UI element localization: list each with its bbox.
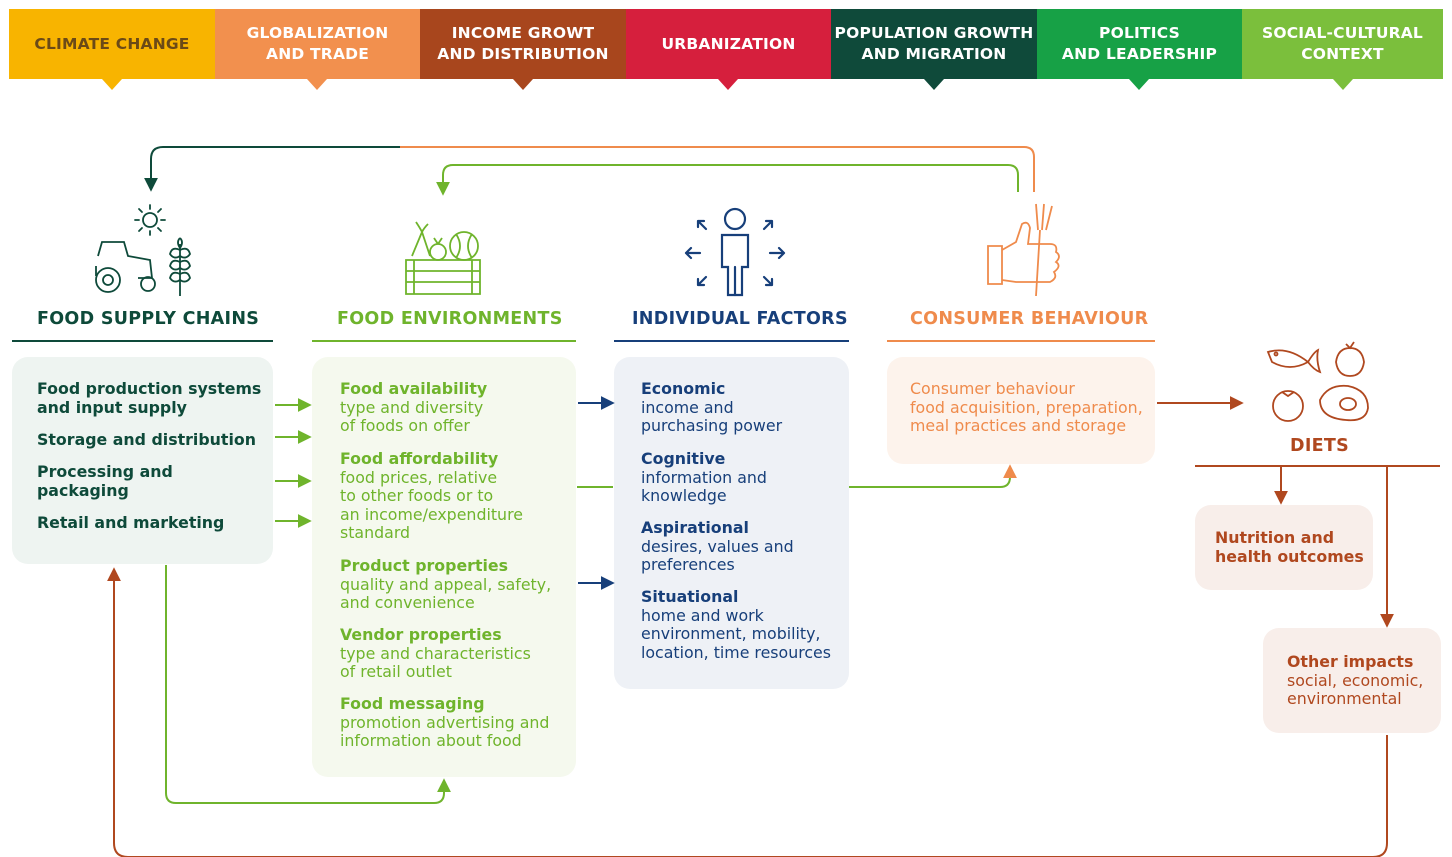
banner-notch (924, 79, 944, 90)
food-environments-title: FOOD ENVIRONMENTS (337, 309, 563, 329)
driver-banner-urbanization: URBANIZATION (626, 9, 831, 79)
banner-notch (102, 79, 122, 90)
env-heading: Food messaging (340, 694, 485, 713)
driver-banner-income: INCOME GROWT AND DISTRIBUTION (420, 9, 626, 79)
other-impacts-text: social, economic, environmental (1287, 670, 1424, 708)
banner-notch (307, 79, 327, 90)
env-text: type and characteristics of retail outle… (340, 643, 531, 681)
env-text: promotion advertising and information ab… (340, 712, 550, 750)
banner-notch (1129, 79, 1149, 90)
individual-factors-rule (614, 340, 849, 342)
banner-label: URBANIZATION (661, 34, 796, 53)
banner-notch (1333, 79, 1353, 90)
consumer-behaviour-rule (887, 340, 1155, 342)
individual-item-economic: Economic income and purchasing power (641, 379, 783, 436)
nutrition-outcomes: Nutrition and health outcomes (1215, 528, 1364, 566)
driver-banner-population: POPULATION GROWTH AND MIGRATION (831, 9, 1037, 79)
supply-item-retail: Retail and marketing (37, 513, 225, 532)
driver-banner-politics: POLITICS AND LEADERSHIP (1037, 9, 1242, 79)
supply-chain-box (12, 357, 273, 564)
env-item-vendor-properties: Vendor properties type and characteristi… (340, 625, 531, 682)
individual-heading: Economic (641, 379, 726, 398)
individual-item-cognitive: Cognitive information and knowledge (641, 449, 767, 506)
individual-factors-title: INDIVIDUAL FACTORS (632, 309, 848, 329)
diets-title: DIETS (1290, 436, 1350, 456)
banner-label: CLIMATE CHANGE (34, 34, 190, 53)
consumer-heading: Consumer behaviour (910, 379, 1075, 398)
person-arrows-icon (684, 207, 786, 297)
env-text: type and diversity of foods on offer (340, 397, 484, 435)
driver-banner-social-cultural: SOCIAL-CULTURAL CONTEXT (1242, 9, 1443, 79)
supply-item-storage: Storage and distribution (37, 430, 256, 449)
other-impacts-heading: Other impacts (1287, 652, 1414, 671)
individual-text: desires, values and preferences (641, 536, 794, 574)
individual-text: information and knowledge (641, 467, 767, 505)
fish-meat-vegetables-icon (1266, 341, 1369, 422)
individual-text: income and purchasing power (641, 397, 783, 435)
env-heading: Product properties (340, 556, 509, 575)
supply-item-processing: Processing and packaging (37, 462, 173, 500)
individual-item-aspirational: Aspirational desires, values and prefere… (641, 518, 794, 575)
food-supply-chains-title: FOOD SUPPLY CHAINS (37, 309, 260, 329)
individual-text: home and work environment, mobility, loc… (641, 605, 831, 662)
consumer-behaviour-item: Consumer behaviour food acquisition, pre… (910, 379, 1143, 436)
banner-notch (513, 79, 533, 90)
env-heading: Vendor properties (340, 625, 502, 644)
supply-item-production: Food production systems and input supply (37, 379, 262, 417)
consumer-behaviour-title: CONSUMER BEHAVIOUR (910, 309, 1149, 329)
individual-heading: Aspirational (641, 518, 749, 537)
env-text: quality and appeal, safety, and convenie… (340, 574, 552, 612)
food-supply-chains-rule (12, 340, 273, 342)
env-item-availability: Food availability type and diversity of … (340, 379, 488, 436)
env-item-affordability: Food affordability food prices, relative… (340, 449, 523, 543)
env-text: food prices, relative to other foods or … (340, 467, 523, 542)
env-heading: Food availability (340, 379, 488, 398)
banner-label: INCOME GROWT AND DISTRIBUTION (437, 24, 609, 63)
banner-label: GLOBALIZATION AND TRADE (246, 24, 389, 63)
driver-banner-climate-change: CLIMATE CHANGE (9, 9, 215, 79)
individual-item-situational: Situational home and work environment, m… (641, 587, 831, 662)
env-heading: Food affordability (340, 449, 499, 468)
env-item-product-properties: Product properties quality and appeal, s… (340, 556, 552, 613)
vegetable-crate-icon (405, 221, 481, 295)
food-environments-rule (312, 340, 576, 342)
individual-heading: Situational (641, 587, 739, 606)
driver-banner-globalization: GLOBALIZATION AND TRADE (215, 9, 420, 79)
tractor-sun-wheat-icon (95, 204, 191, 296)
other-impacts-item: Other impacts social, economic, environm… (1287, 652, 1424, 709)
env-item-food-messaging: Food messaging promotion advertising and… (340, 694, 550, 751)
thumbs-up-fork-icon (987, 203, 1060, 297)
banner-label: POLITICS AND LEADERSHIP (1061, 24, 1218, 63)
banner-notch (718, 79, 738, 90)
consumer-text: food acquisition, preparation, meal prac… (910, 397, 1143, 435)
banner-label: SOCIAL-CULTURAL CONTEXT (1261, 24, 1424, 63)
consumer-behaviour-box (887, 357, 1155, 464)
individual-heading: Cognitive (641, 449, 726, 468)
banner-label: POPULATION GROWTH AND MIGRATION (834, 24, 1034, 63)
